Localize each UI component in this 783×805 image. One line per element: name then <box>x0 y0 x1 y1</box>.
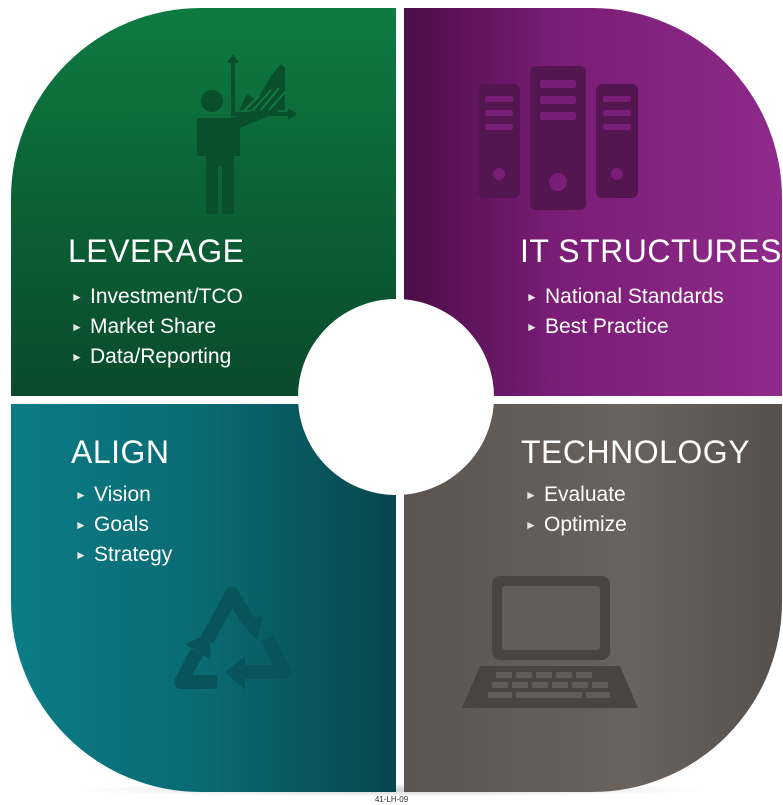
it-structures-title: IT STRUCTURES <box>520 233 782 269</box>
recycle-icon <box>174 587 292 690</box>
list-item: ►Best Practice <box>526 312 724 342</box>
quadrant-technology: TECHNOLOGY ►Evaluate ►Optimize <box>404 404 782 792</box>
laptop-icon <box>462 576 638 708</box>
bullet-arrow-icon: ► <box>71 350 83 364</box>
list-item: ►National Standards <box>526 282 724 312</box>
it-structures-list: ►National Standards ►Best Practice <box>526 282 724 342</box>
list-item: ►Evaluate <box>525 480 627 510</box>
list-item: ►Market Share <box>71 312 243 342</box>
bullet-arrow-icon: ► <box>525 488 537 502</box>
list-item: ►Strategy <box>75 540 172 570</box>
bullet-arrow-icon: ► <box>526 320 538 334</box>
list-item: ►Data/Reporting <box>71 342 243 372</box>
bullet-arrow-icon: ► <box>75 548 87 562</box>
list-item: ►Goals <box>75 510 172 540</box>
bullet-arrow-icon: ► <box>526 290 538 304</box>
bullet-arrow-icon: ► <box>525 518 537 532</box>
leverage-title: LEVERAGE <box>68 233 245 269</box>
align-title: ALIGN <box>71 434 170 470</box>
list-item: ►Investment/TCO <box>71 282 243 312</box>
server-icon <box>478 66 638 210</box>
bullet-arrow-icon: ► <box>75 488 87 502</box>
bullet-arrow-icon: ► <box>75 518 87 532</box>
footer-code: 41-LH-09 <box>374 795 409 804</box>
technology-title: TECHNOLOGY <box>521 434 751 470</box>
bullet-arrow-icon: ► <box>71 320 83 334</box>
leverage-list: ►Investment/TCO ►Market Share ►Data/Repo… <box>71 282 243 372</box>
list-item: ►Vision <box>75 480 172 510</box>
presenter-chart-icon <box>197 54 297 214</box>
list-item: ►Optimize <box>525 510 627 540</box>
bullet-arrow-icon: ► <box>71 290 83 304</box>
center-circle <box>298 299 494 495</box>
align-list: ►Vision ►Goals ►Strategy <box>75 480 172 570</box>
technology-list: ►Evaluate ►Optimize <box>525 480 627 540</box>
